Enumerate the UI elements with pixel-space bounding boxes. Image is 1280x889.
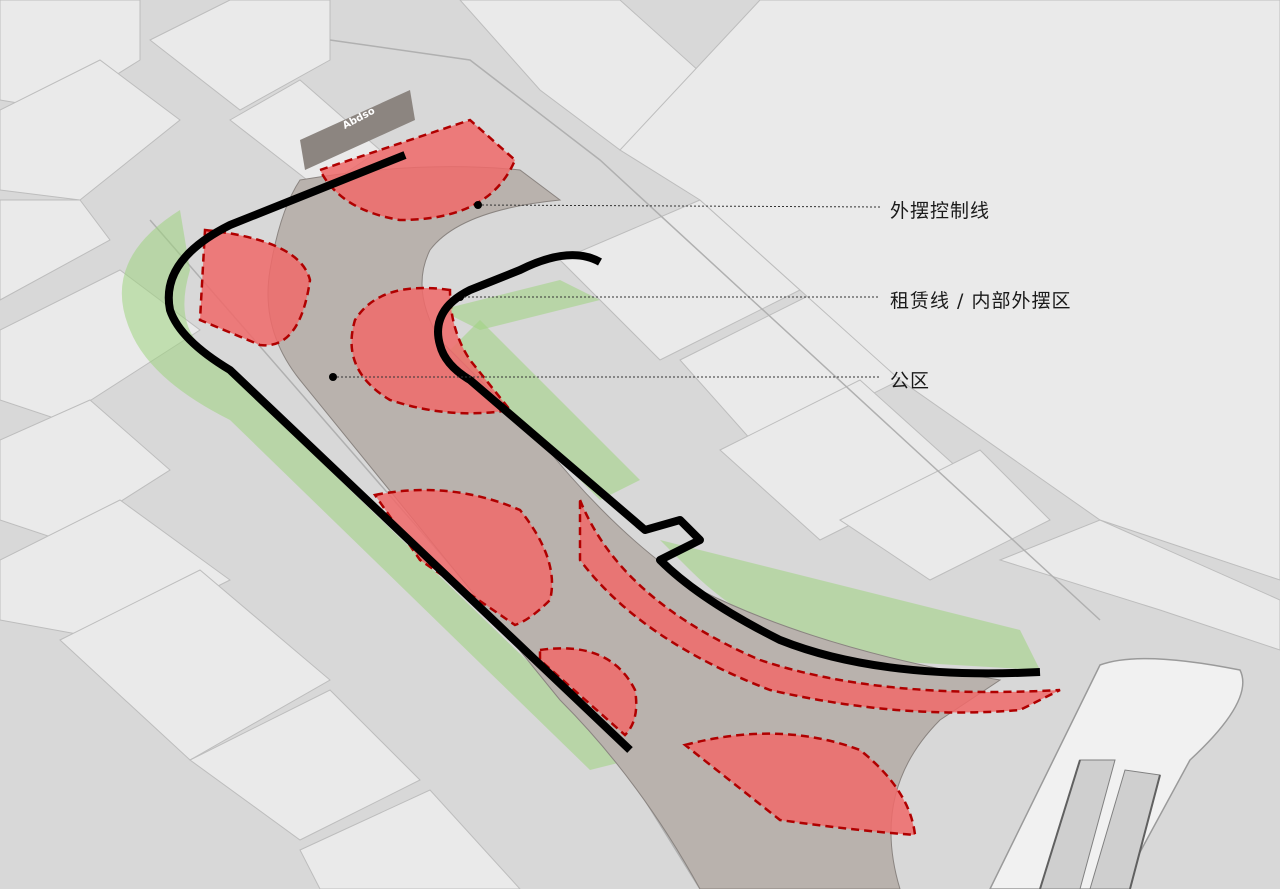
outdoor-control-line-label: 外摆控制线 [890,200,991,222]
sign-board [300,90,415,170]
leader-lines [329,201,881,381]
lease-line-label: 租赁线 / 内部外摆区 [890,290,1072,312]
atrium-floor [267,166,1002,889]
escalator [989,657,1244,889]
public-area-label: 公区 [890,370,931,392]
lease-line [164,151,1041,753]
